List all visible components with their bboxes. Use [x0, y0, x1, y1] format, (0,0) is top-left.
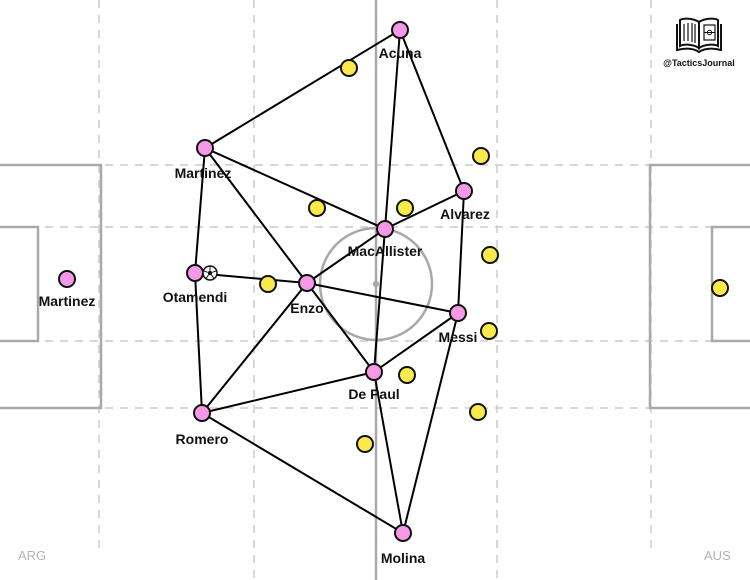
away-player-marker [356, 435, 374, 453]
ball [202, 265, 218, 281]
player-name-label: Martinez [39, 293, 96, 309]
passing-link [204, 147, 308, 284]
away-player-marker [469, 403, 487, 421]
player-name-label: Messi [439, 329, 478, 345]
passing-link [204, 147, 386, 230]
passing-link [384, 29, 401, 230]
away-player-marker [396, 199, 414, 217]
player-name-label: Molina [381, 550, 426, 566]
passing-link [306, 282, 459, 314]
player-name-label: De Paul [348, 386, 399, 402]
passing-link [373, 228, 386, 373]
brand-handle: @TacticsJournal [663, 58, 735, 68]
ball-seam [205, 274, 209, 279]
passing-link [373, 371, 404, 534]
ball-seam [203, 270, 208, 273]
away-player-marker [259, 275, 277, 293]
away-player-marker [711, 279, 729, 297]
brand-logo: @TacticsJournal [662, 14, 736, 68]
away-player-marker [481, 246, 499, 264]
passing-link [306, 282, 375, 373]
player-name-label: Alvarez [440, 206, 490, 222]
passing-link [204, 29, 401, 149]
passing-link [194, 147, 206, 274]
open-book-pitch-icon [676, 17, 722, 54]
passing-link [384, 190, 465, 230]
home-player-marker [196, 139, 214, 157]
player-name-label: MacAllister [348, 243, 423, 259]
passing-link [399, 29, 465, 192]
player-name-label: Enzo [290, 300, 323, 316]
home-player-marker [394, 524, 412, 542]
player-name-label: Otamendi [163, 289, 228, 305]
home-player-marker [455, 182, 473, 200]
away-players [259, 59, 729, 453]
passing-link [457, 190, 465, 314]
passing-links [194, 29, 465, 534]
home-player-marker [449, 304, 467, 322]
away-player-marker [472, 147, 490, 165]
home-player-marker [365, 363, 383, 381]
away-player-marker [480, 322, 498, 340]
home-player-marker [58, 270, 76, 288]
passing-link [201, 371, 375, 414]
passing-link [373, 312, 459, 373]
home-player-marker [193, 404, 211, 422]
ball-patch [207, 270, 213, 276]
home-player-marker [186, 264, 204, 282]
passing-link [201, 282, 308, 414]
home-player-marker [391, 21, 409, 39]
right-penalty-area [648, 163, 750, 410]
left-goal-area [0, 225, 40, 343]
away-player-marker [308, 199, 326, 217]
home-player-marker [298, 274, 316, 292]
passing-link [402, 312, 459, 534]
passing-link [306, 228, 386, 284]
ball-seam [211, 274, 215, 279]
player-name-label: Romero [176, 431, 229, 447]
player-name-label: Martinez [175, 165, 232, 181]
home-players: AcunaMartinezAlvarezMacAllisterOtamendiE… [39, 21, 490, 566]
away-player-marker [340, 59, 358, 77]
home-team-label: ARG [18, 548, 47, 563]
player-name-label: Acuna [379, 45, 422, 61]
away-player-marker [398, 366, 416, 384]
left-penalty-area [0, 163, 103, 410]
passing-link [194, 272, 203, 414]
passing-link [201, 412, 404, 534]
center-spot [372, 280, 380, 288]
home-player-marker [376, 220, 394, 238]
away-team-label: AUS [704, 548, 731, 563]
ball-seam [212, 270, 217, 273]
